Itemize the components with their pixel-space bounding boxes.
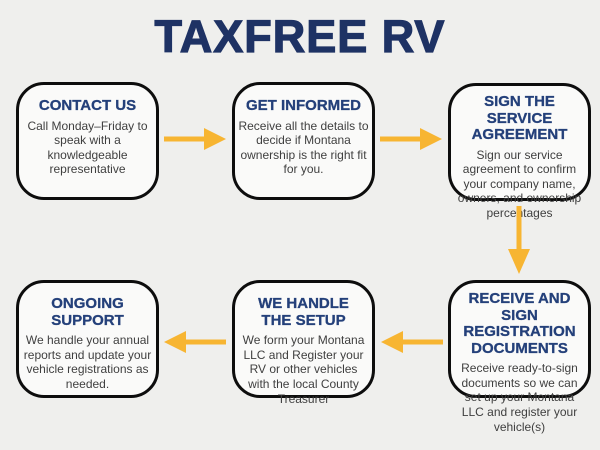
step-heading: ONGOING SUPPORT: [51, 295, 124, 329]
arrow-left-icon: [381, 328, 443, 356]
step-body: We handle your annual reports and update…: [23, 333, 152, 391]
arrow-right-icon: [380, 125, 442, 153]
arrow-right-icon: [164, 125, 226, 153]
step-box-get-informed: GET INFORMED Receive all the details to …: [232, 82, 375, 200]
arrow-down-icon: [505, 206, 533, 274]
step-box-contact-us: CONTACT US Call Monday–Friday to speak w…: [16, 82, 159, 200]
step-box-we-handle-the-setup: WE HANDLE THE SETUP We form your Montana…: [232, 280, 375, 406]
step-box-ongoing-support: ONGOING SUPPORT We handle your annual re…: [16, 280, 159, 398]
step-box-receive-sign-registration-documents: RECEIVE AND SIGN REGISTRATION DOCUMENTS …: [448, 280, 591, 434]
arrow-left-icon: [164, 328, 226, 356]
step-body: Receive ready-to-sign documents so we ca…: [461, 361, 578, 434]
step-heading: CONTACT US: [38, 97, 137, 114]
step-box-sign-service-agreement: SIGN THE SERVICE AGREEMENT Sign our serv…: [448, 83, 591, 220]
page-title: TAXFREE RV: [154, 10, 446, 62]
step-heading: SIGN THE SERVICE AGREEMENT: [471, 93, 568, 143]
step-heading: RECEIVE AND SIGN REGISTRATION DOCUMENTS: [463, 290, 576, 357]
step-body: Receive all the details to decide if Mon…: [238, 118, 369, 177]
step-body: Sign our service agreement to confirm yo…: [457, 147, 582, 221]
step-body: Call Monday–Friday to speak with a knowl…: [27, 118, 148, 177]
step-body: We form your Montana LLC and Register yo…: [242, 333, 365, 406]
step-heading: WE HANDLE THE SETUP: [258, 295, 349, 329]
step-heading: GET INFORMED: [246, 97, 361, 114]
